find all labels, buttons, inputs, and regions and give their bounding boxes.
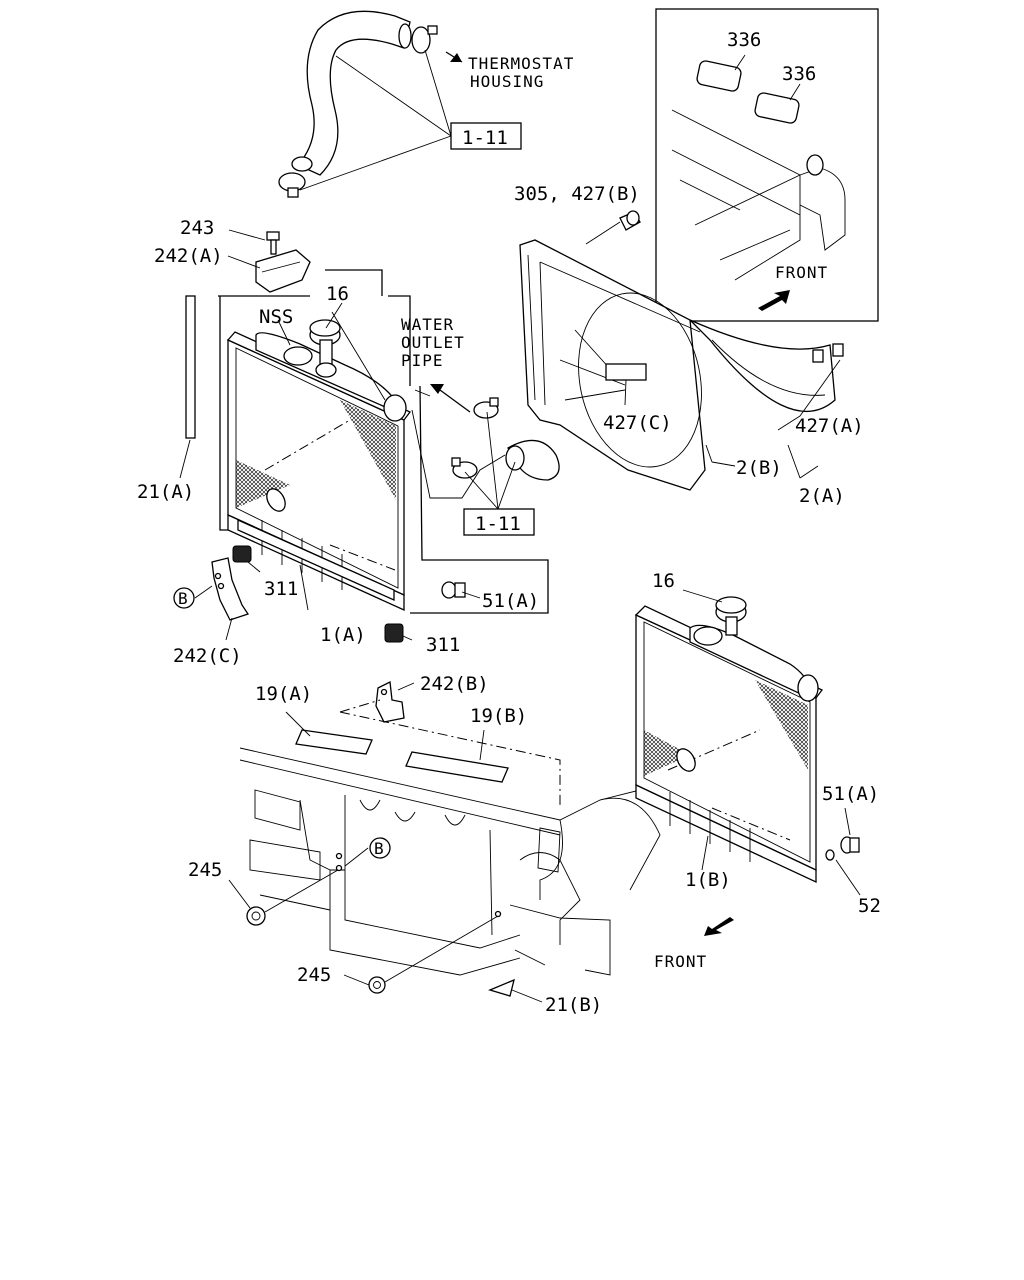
label-311-mid: 311 — [426, 634, 460, 656]
gasket-52 — [825, 849, 835, 861]
circle-b-marker-body: B — [369, 837, 391, 859]
seal-pad-19b — [405, 751, 509, 783]
label-2b: 2(B) — [736, 457, 782, 479]
mount-rubber-311-left — [232, 545, 252, 563]
water-outlet-pipe-label-3: PIPE — [401, 351, 444, 370]
water-outlet-pipe-label-2: OUTLET — [401, 333, 465, 352]
label-242c: 242(C) — [173, 645, 242, 667]
radiator-cap-16-right — [715, 596, 747, 636]
lower-bracket-242b — [375, 681, 405, 723]
label-19b: 19(B) — [470, 705, 527, 727]
seal-strip-21a — [185, 295, 196, 439]
front-label-inset: FRONT — [775, 263, 828, 282]
label-243: 243 — [180, 217, 214, 239]
mount-rubber-311-mid — [384, 623, 404, 643]
hose-clamp-lower — [278, 172, 306, 198]
label-305-427b: 305, 427(B) — [514, 183, 640, 205]
water-outlet-hose — [451, 397, 560, 481]
label-427c: 427(C) — [603, 412, 672, 434]
label-52: 52 — [858, 895, 881, 917]
label-21b: 21(B) — [545, 994, 602, 1016]
radiator-core-support — [239, 747, 661, 976]
label-336-a: 336 — [727, 29, 761, 51]
label-245-lower: 245 — [297, 964, 331, 986]
ref-1-11-mid-text: 1-11 — [475, 513, 521, 535]
ref-1-11-top-text: 1-11 — [462, 127, 508, 149]
label-336-b: 336 — [782, 63, 816, 85]
clip-21b — [488, 978, 515, 997]
label-2a: 2(A) — [799, 485, 845, 507]
radiator-1b — [634, 605, 823, 884]
label-245-upper: 245 — [188, 859, 222, 881]
front-arrow-inset-icon — [758, 290, 790, 311]
label-1b: 1(B) — [685, 869, 731, 891]
front-label-bottom: FRONT — [654, 952, 707, 971]
group-outline — [218, 269, 549, 614]
radiator-cap-16 — [309, 319, 341, 378]
svg-text:B: B — [374, 839, 385, 858]
inset-fan-shroud-detail — [671, 109, 846, 281]
upper-bracket-242a — [255, 249, 311, 293]
thermostat-housing-label-2: HOUSING — [470, 72, 544, 91]
nut-245-lower — [368, 976, 386, 994]
nut-245-upper — [246, 906, 266, 926]
circle-b-marker-left: B — [173, 587, 195, 609]
seal-pad-19a — [295, 729, 373, 755]
leader-lines — [179, 221, 861, 1003]
label-427a: 427(A) — [795, 415, 864, 437]
lower-fan-shroud-2a — [689, 319, 844, 413]
label-242a: 242(A) — [154, 245, 223, 267]
svg-text:B: B — [178, 589, 189, 608]
water-outlet-pipe-label: WATER — [401, 315, 454, 334]
label-16-right: 16 — [652, 570, 675, 592]
label-1a: 1(A) — [320, 624, 366, 646]
fan-shroud — [519, 239, 706, 491]
radiator-outlet-pipe — [383, 394, 407, 422]
label-21a: 21(A) — [137, 481, 194, 503]
inset-detail-box — [655, 8, 879, 322]
drain-plug-51a-left — [441, 581, 466, 599]
radiator-1a — [226, 331, 412, 612]
bolt-243 — [266, 231, 280, 255]
label-311-left: 311 — [264, 578, 298, 600]
lower-bracket-242c — [211, 557, 250, 621]
label-51a-left: 51(A) — [482, 590, 539, 612]
shroud-clip-427c — [605, 363, 647, 381]
thermostat-housing-label: THERMOSTAT — [468, 54, 574, 73]
label-16-top: 16 — [326, 283, 349, 305]
front-arrow-bottom-icon — [704, 917, 734, 936]
upper-radiator-hose — [291, 10, 412, 176]
arrow-to-water-outlet — [439, 389, 471, 413]
drain-plug-51a-right — [840, 836, 860, 854]
label-19a: 19(A) — [255, 683, 312, 705]
shroud-bolt-305 — [619, 210, 641, 231]
label-nss: NSS — [259, 306, 293, 328]
label-242b: 242(B) — [420, 673, 489, 695]
ref-box-1-11-mid — [463, 508, 535, 536]
seal-pad-336-b — [754, 92, 800, 124]
hose-clamp-upper — [411, 25, 438, 54]
seal-pad-336-a — [696, 60, 742, 92]
label-51a-right: 51(A) — [822, 783, 879, 805]
